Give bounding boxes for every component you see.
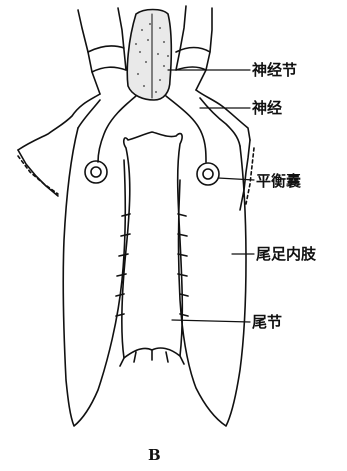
left-endopod (63, 128, 125, 426)
label-uropod-endopod: 尾足内肢 (256, 245, 317, 263)
left-statocyst (85, 161, 107, 183)
figure-caption: B (148, 446, 161, 464)
label-telson: 尾节 (252, 313, 282, 331)
telson (122, 132, 182, 358)
body-frills (18, 90, 250, 150)
label-ganglion: 神经节 (252, 61, 297, 79)
telson-leader (172, 320, 250, 322)
label-statocyst: 平衡囊 (256, 172, 302, 190)
right-statocyst (197, 163, 219, 185)
right-nerve (166, 96, 206, 162)
statocyst-leader (218, 178, 254, 180)
right-exopod-edge (246, 148, 254, 204)
right-endopod (179, 146, 247, 426)
label-nerve: 神经 (252, 99, 282, 117)
left-nerve (98, 96, 136, 162)
ganglion (127, 10, 171, 101)
